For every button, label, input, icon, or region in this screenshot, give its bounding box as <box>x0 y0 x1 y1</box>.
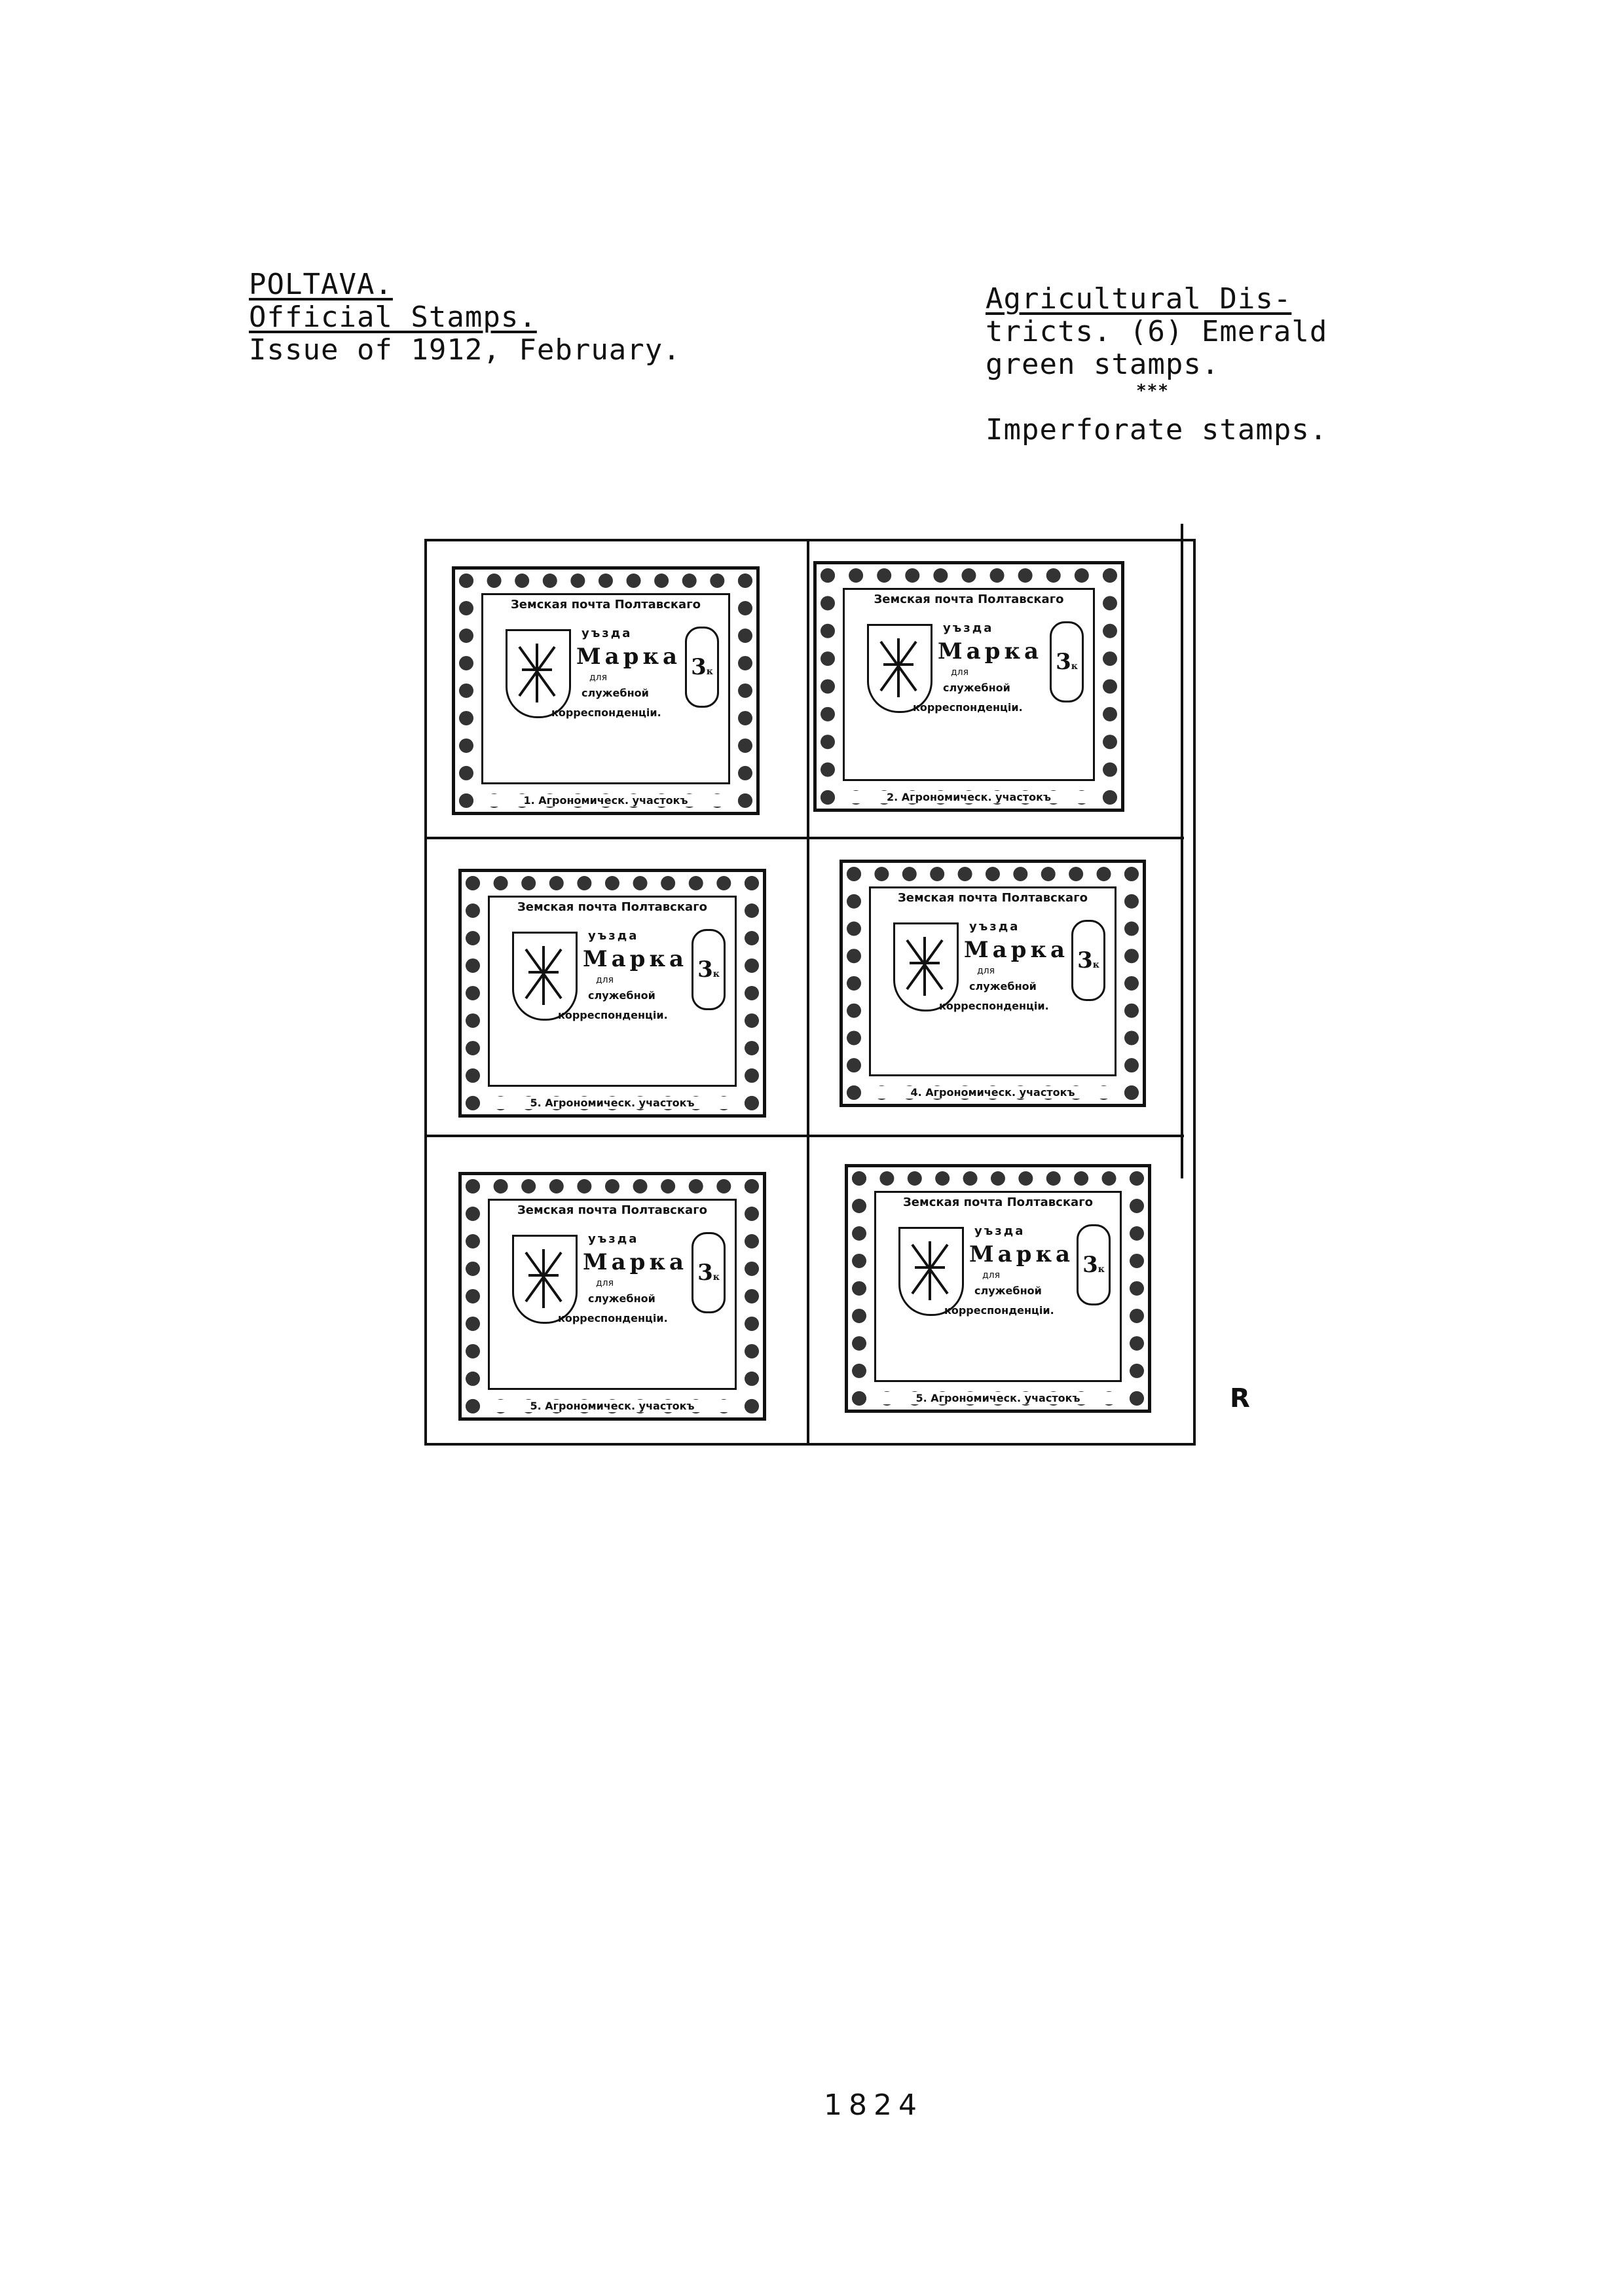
stamp-korr-text: корреспонденцiи. <box>939 1000 1049 1012</box>
stamp-sluzh-text: служебной <box>943 682 1010 694</box>
stamp-dlya-text: для <box>589 672 608 683</box>
stamp-block-right-edge <box>1181 524 1183 1178</box>
stamp-inner-panel: Земская почта Полтавскаго уъзда Марка дл… <box>874 1191 1122 1382</box>
stamp-marka-text: Марка <box>964 937 1069 963</box>
coat-of-arms-icon <box>893 922 959 1011</box>
stamp-marka-text: Марка <box>576 644 682 670</box>
stamp-block-frame <box>424 539 1196 1446</box>
heading-right-line3: green stamps. <box>986 348 1220 381</box>
stamp: Земская почта Полтавскаго уъзда Марка дл… <box>845 1164 1151 1413</box>
stamp-uezda-text: уъзда <box>588 1232 639 1246</box>
stamp: Земская почта Полтавскаго уъзда Марка дл… <box>458 1172 766 1421</box>
stamp-bottom-text: 1. Агрономическ. участокъ <box>475 794 737 807</box>
stamp-uezda-text: уъзда <box>588 929 639 943</box>
stamp-inner-panel: Земская почта Полтавскаго уъзда Марка дл… <box>488 896 737 1087</box>
stamp-top-text: Земская почта Полтавскаго <box>898 891 1088 905</box>
stamp-sluzh-text: служебной <box>588 1292 655 1305</box>
stamp-inner-panel: Земская почта Полтавскаго уъзда Марка дл… <box>843 588 1095 781</box>
stamp-inner-panel: Земская почта Полтавскаго уъзда Марка дл… <box>869 886 1116 1076</box>
margin-letter: R <box>1230 1383 1250 1413</box>
stamp-value: 3 <box>1082 1252 1098 1278</box>
stamp-value-unit: к <box>1098 1264 1105 1275</box>
stamp-block-divider-row1 <box>424 837 1184 839</box>
stamp-korr-text: корреспонденцiи. <box>558 1009 668 1021</box>
stamp-sluzh-text: служебной <box>581 687 649 699</box>
stamp-marka-text: Марка <box>583 1249 688 1275</box>
coat-of-arms-icon <box>506 629 571 718</box>
heading-right-line2: tricts. (6) Emerald <box>986 315 1328 348</box>
stamp: Земская почта Полтавскаго уъзда Марка дл… <box>813 561 1124 812</box>
heading-right: Agricultural Dis- tricts. (6) Emerald gr… <box>986 283 1327 446</box>
stamp-block-divider-vertical <box>807 539 809 1446</box>
stamp-value-unit: к <box>1092 960 1099 970</box>
coat-of-arms-icon <box>512 932 578 1021</box>
stamp-bottom-text: 5. Агрономическ. участокъ <box>481 1097 743 1109</box>
stamp-marka-text: Марка <box>969 1241 1075 1267</box>
stamp-top-text: Земская почта Полтавскаго <box>903 1195 1093 1209</box>
stamp-bottom-text: 5. Агрономическ. участокъ <box>868 1392 1128 1404</box>
coat-of-arms-icon <box>512 1235 578 1324</box>
stamp-dlya-text: для <box>951 667 969 678</box>
stamp-value: 3 <box>1077 947 1093 974</box>
heading-left-line2: Official Stamps. <box>249 301 537 334</box>
heading-left-line3: Issue of 1912, February. <box>249 333 681 367</box>
stamp-top-text: Земская почта Полтавскаго <box>517 900 707 914</box>
stamp: Земская почта Полтавскаго уъзда Марка дл… <box>452 566 760 815</box>
stamp-value: 3 <box>697 1260 713 1286</box>
stamp-top-text: Земская почта Полтавскаго <box>517 1203 707 1217</box>
stamp-dlya-text: для <box>596 1278 614 1288</box>
heading-right-line1: Agricultural Dis- <box>986 282 1292 316</box>
separator-stars: *** <box>1136 381 1169 401</box>
stamp-uezda-text: уъзда <box>969 920 1020 934</box>
stamp-bottom-text: 5. Агрономическ. участокъ <box>481 1400 743 1412</box>
page-number: 1824 <box>824 2088 923 2122</box>
stamp-block-divider-row2 <box>424 1135 1184 1137</box>
coat-of-arms-icon <box>898 1227 964 1316</box>
stamp-top-text: Земская почта Полтавскаго <box>874 592 1064 606</box>
stamp-sluzh-text: служебной <box>588 989 655 1002</box>
stamp-korr-text: корреспонденцiи. <box>551 706 661 719</box>
stamp-value: 3 <box>697 957 713 983</box>
stamp-dlya-text: для <box>982 1270 1001 1281</box>
stamp-value-unit: к <box>706 666 713 677</box>
heading-left: POLTAVA. Official Stamps. Issue of 1912,… <box>249 268 681 367</box>
stamp-uezda-text: уъзда <box>581 627 633 640</box>
coat-of-arms-icon <box>867 624 932 713</box>
stamp-value-unit: к <box>1071 661 1078 672</box>
stamp-bottom-text: 4. Агрономическ. участокъ <box>862 1086 1123 1099</box>
stamp: Земская почта Полтавскаго уъзда Марка дл… <box>458 869 766 1118</box>
stamp-sluzh-text: служебной <box>974 1285 1042 1297</box>
stamp-marka-text: Марка <box>583 946 688 972</box>
stamp: Земская почта Полтавскаго уъзда Марка дл… <box>840 860 1146 1107</box>
heading-right-line4: Imperforate stamps. <box>986 413 1328 446</box>
stamp-uezda-text: уъзда <box>974 1224 1025 1238</box>
stamp-value-unit: к <box>712 1272 720 1283</box>
stamp-dlya-text: для <box>596 975 614 985</box>
stamp-korr-text: корреспонденцiи. <box>944 1304 1054 1317</box>
stamp-sluzh-text: служебной <box>969 980 1037 993</box>
stamp-value: 3 <box>1056 649 1071 675</box>
stamp-bottom-text: 2. Агрономическ. участокъ <box>836 791 1101 803</box>
stamp-inner-panel: Земская почта Полтавскаго уъзда Марка дл… <box>481 593 730 784</box>
stamp-value: 3 <box>691 654 707 680</box>
stamp-uezda-text: уъзда <box>943 621 994 635</box>
stamp-marka-text: Марка <box>938 638 1043 665</box>
stamp-top-text: Земская почта Полтавскаго <box>511 598 701 611</box>
stamp-dlya-text: для <box>977 966 995 976</box>
stamp-inner-panel: Земская почта Полтавскаго уъзда Марка дл… <box>488 1199 737 1390</box>
stamp-korr-text: корреспонденцiи. <box>558 1312 668 1324</box>
heading-left-line1: POLTAVA. <box>249 268 393 301</box>
stamp-value-unit: к <box>712 969 720 979</box>
stamp-korr-text: корреспонденцiи. <box>913 701 1023 714</box>
